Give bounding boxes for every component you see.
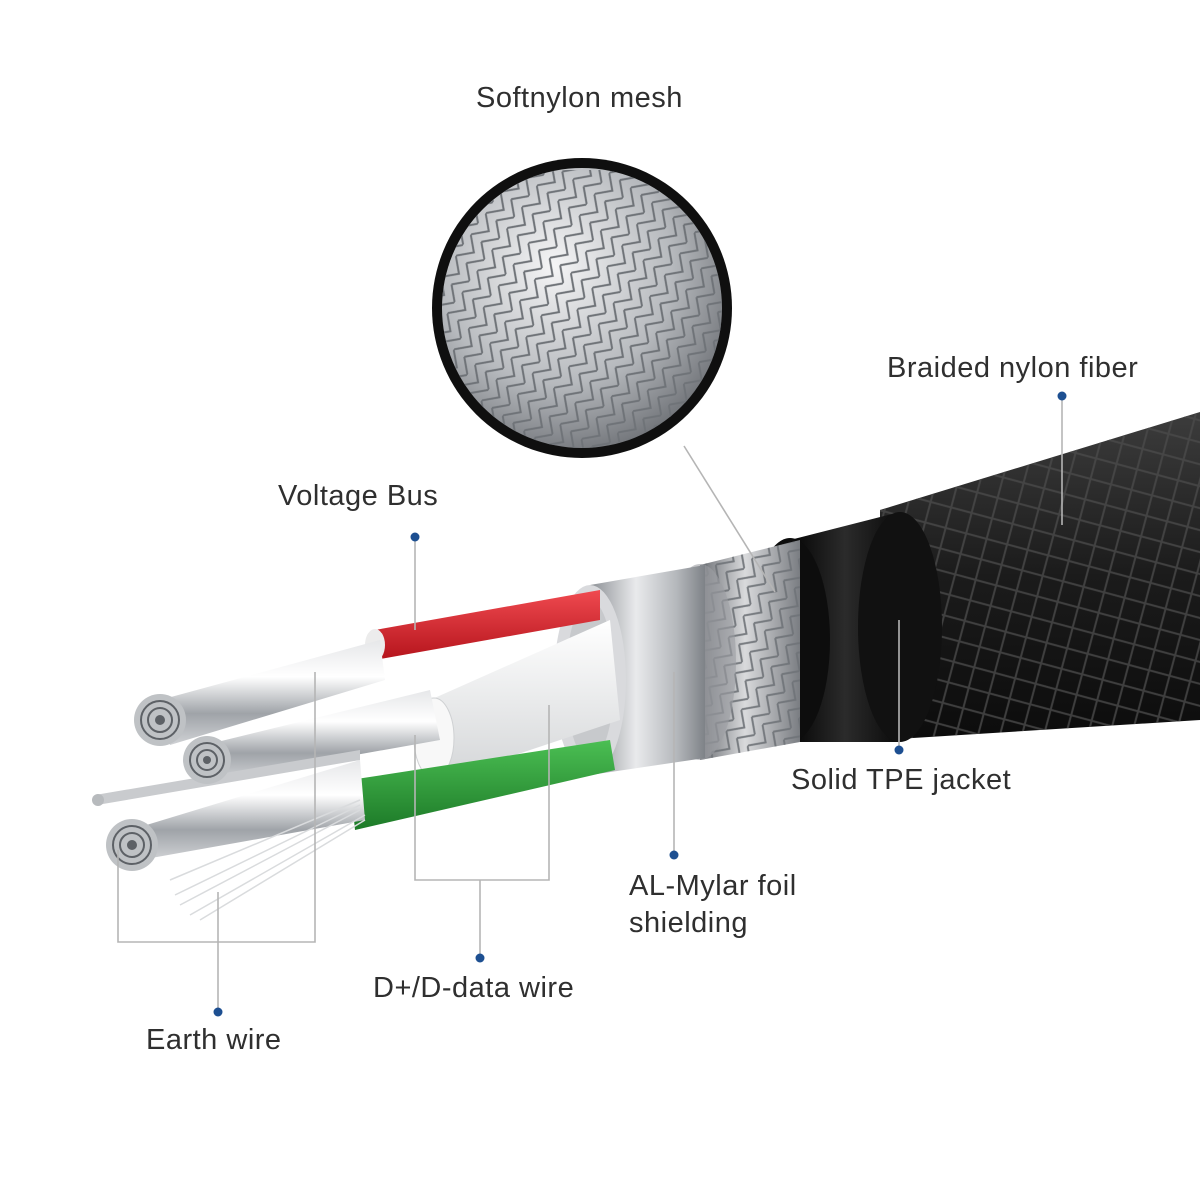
label-al-mylar-line1: AL-Mylar foil — [629, 870, 797, 902]
label-softnylon-mesh: Softnylon mesh — [476, 82, 683, 114]
dot-voltage — [410, 532, 420, 542]
dot-foil — [669, 850, 679, 860]
conductor-end-3 — [106, 819, 158, 871]
dot-braided — [1057, 391, 1067, 401]
dot-data — [475, 953, 485, 963]
leader-bracket-earth — [117, 672, 316, 943]
dot-tpe — [894, 745, 904, 755]
leader-line-mesh — [683, 445, 776, 593]
conductor-end-2 — [183, 736, 231, 784]
label-voltage-bus: Voltage Bus — [278, 480, 439, 512]
dot-earth — [213, 1007, 223, 1017]
label-data-wire: D+/D-data wire — [373, 972, 575, 1004]
label-solid-tpe-jacket: Solid TPE jacket — [791, 764, 1012, 796]
frayed-strands — [169, 799, 366, 921]
label-al-mylar-line2: shielding — [629, 907, 748, 940]
leader-lines — [117, 396, 1063, 1012]
label-earth-wire: Earth wire — [146, 1024, 282, 1056]
tpe-jacket-ring — [750, 512, 942, 742]
conductor-bundles — [92, 640, 440, 921]
label-al-mylar-foil: AL-Mylar foil shielding — [629, 868, 797, 942]
label-braided-nylon-fiber: Braided nylon fiber — [887, 352, 1139, 384]
leader-dots — [213, 391, 1067, 1017]
magnified-mesh-circle — [432, 158, 732, 458]
conductor-end-1 — [134, 694, 186, 746]
leader-bracket-data — [414, 705, 550, 881]
braided-nylon-section — [880, 412, 1200, 740]
